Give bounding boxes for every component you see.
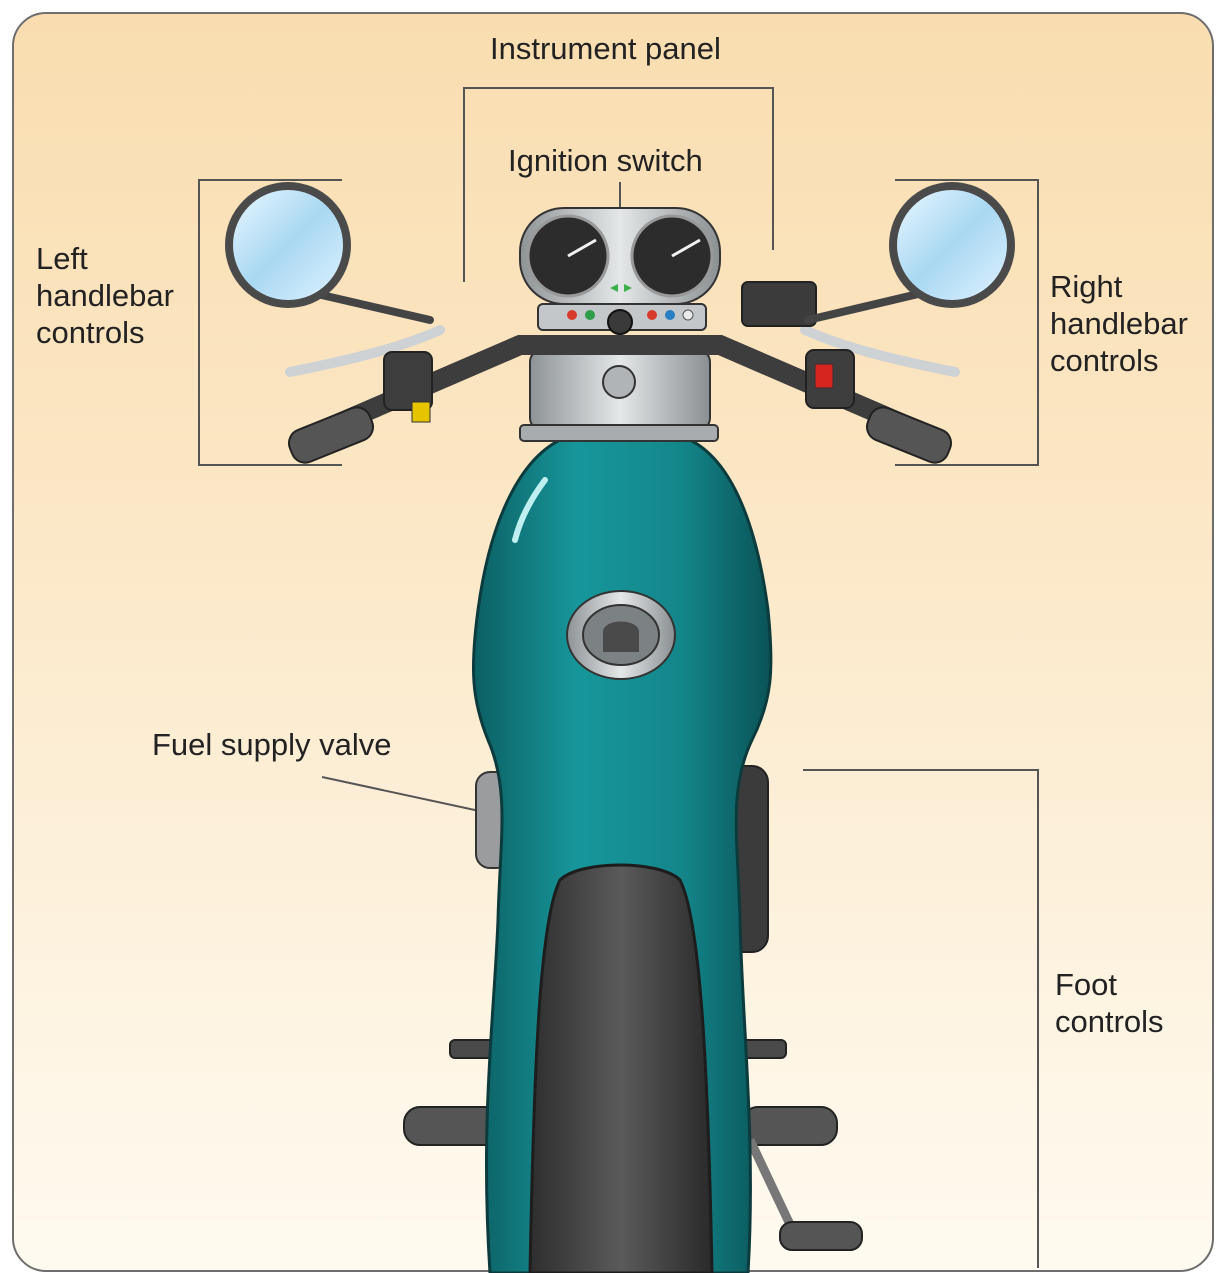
label-left-handlebar-controls: Left handlebar controls — [36, 240, 174, 351]
instrument-cluster — [520, 208, 720, 334]
fork-clamp — [520, 350, 718, 441]
label-fuel-supply-valve: Fuel supply valve — [152, 726, 392, 763]
fuel-valve-leader — [322, 777, 498, 815]
label-ignition-switch: Ignition switch — [508, 142, 703, 179]
left-mirror — [225, 182, 430, 320]
right-mirror — [808, 182, 1015, 320]
seat — [530, 865, 712, 1273]
ignition-key-icon — [608, 310, 632, 334]
label-right-handlebar-controls: Right handlebar controls — [1050, 268, 1188, 379]
fuel-cap — [567, 591, 675, 679]
foot-controls-bracket — [803, 770, 1038, 1268]
label-foot-controls: Foot controls — [1055, 966, 1164, 1040]
label-instrument-panel: Instrument panel — [490, 30, 721, 67]
